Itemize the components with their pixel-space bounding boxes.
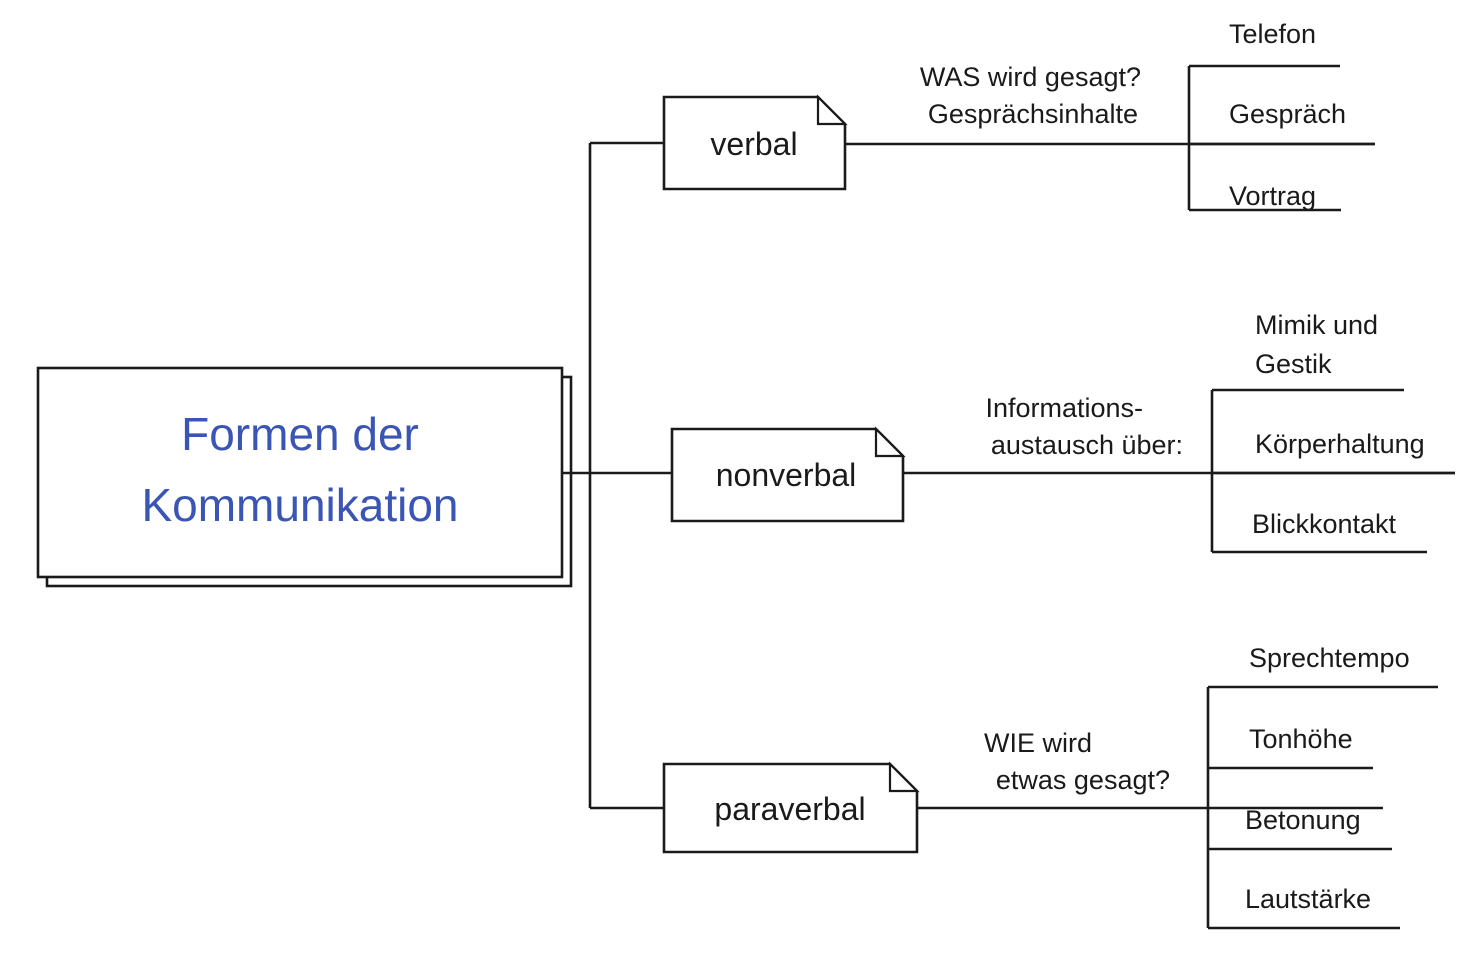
node-nonverbal[interactable]: nonverbal	[670, 426, 906, 523]
branch-nonverbal: nonverbal Informations- austausch über: …	[670, 310, 1455, 554]
trunk-connector	[562, 141, 672, 810]
edge-label-verbal: WAS wird gesagt? Gesprächsinhalte	[920, 62, 1141, 129]
leaf-group-verbal: Telefon Gespräch Vortrag	[1187, 19, 1375, 212]
leaf-group-nonverbal: Mimik und Gestik Körperhaltung Blickkont…	[1210, 310, 1455, 554]
edge-label-paraverbal-line2: etwas gesagt?	[996, 765, 1170, 795]
node-paraverbal[interactable]: paraverbal	[662, 761, 920, 854]
branch-paraverbal: paraverbal WIE wird etwas gesagt? Sprech…	[662, 643, 1438, 930]
node-nonverbal-body	[670, 427, 905, 523]
node-paraverbal-fold-icon	[888, 761, 920, 793]
node-nonverbal-label: nonverbal	[716, 457, 857, 493]
leaf-label-mimik-line2: Gestik	[1255, 349, 1332, 379]
branch-verbal: verbal WAS wird gesagt? Gesprächsinhalte…	[662, 19, 1375, 212]
leaf-label-betonung: Betonung	[1245, 805, 1361, 835]
edge-label-paraverbal: WIE wird etwas gesagt?	[984, 728, 1170, 795]
node-nonverbal-fold-icon	[874, 426, 906, 458]
leaf-label-tonhoehe: Tonhöhe	[1249, 724, 1353, 754]
edge-label-nonverbal: Informations- austausch über:	[985, 393, 1183, 460]
edge-label-verbal-line2: Gesprächsinhalte	[928, 99, 1138, 129]
leaf-label-vortrag: Vortrag	[1229, 181, 1316, 211]
root-node[interactable]: Formen der Kommunikation	[36, 366, 573, 588]
node-paraverbal-body	[662, 762, 919, 854]
root-title-line2: Kommunikation	[141, 479, 458, 531]
edge-label-verbal-line1: WAS wird gesagt?	[920, 62, 1141, 92]
edge-label-paraverbal-line1: WIE wird	[984, 728, 1092, 758]
leaf-label-mimik-line1: Mimik und	[1255, 310, 1378, 340]
node-verbal[interactable]: verbal	[662, 94, 848, 191]
node-paraverbal-label: paraverbal	[714, 791, 865, 827]
root-node-front-layer	[36, 366, 564, 579]
leaf-label-telefon: Telefon	[1229, 19, 1316, 49]
edge-label-nonverbal-line1: Informations-	[985, 393, 1143, 423]
root-title-line1: Formen der	[181, 408, 419, 460]
node-verbal-fold-icon	[816, 94, 848, 126]
leaf-label-koerperhaltung: Körperhaltung	[1255, 429, 1425, 459]
leaf-label-lautstaerke: Lautstärke	[1245, 884, 1371, 914]
leaf-group-paraverbal: Sprechtempo Tonhöhe Betonung Lautstärke	[1206, 643, 1438, 930]
edge-label-nonverbal-line2: austausch über:	[991, 430, 1183, 460]
leaf-label-sprechtempo: Sprechtempo	[1249, 643, 1410, 673]
leaf-label-gespraech: Gespräch	[1229, 99, 1346, 129]
leaf-label-blickkontakt: Blickkontakt	[1252, 509, 1397, 539]
node-verbal-body	[662, 95, 847, 191]
node-verbal-label: verbal	[710, 126, 797, 162]
